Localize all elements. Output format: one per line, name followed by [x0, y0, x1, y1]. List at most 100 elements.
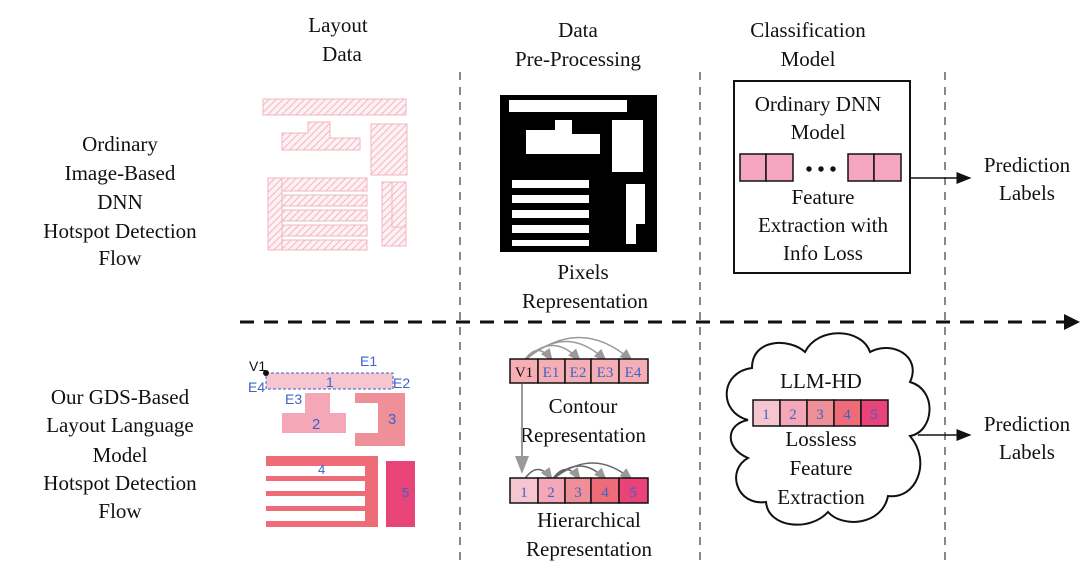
prediction-labels-top: Prediction Labels	[984, 153, 1071, 205]
dnn-title-line: Model	[791, 120, 846, 144]
colored-layout: V1 E1 E2 E3 E4 1 2 3 4 5	[248, 353, 415, 527]
row-label-line: Hotspot Detection	[43, 471, 197, 495]
hierarchical-cell-label: 5	[629, 485, 637, 501]
llm-hd-cloud	[725, 332, 931, 526]
row-label-line: Flow	[98, 246, 142, 270]
ellipsis-dots: • • •	[805, 159, 836, 181]
header-line: Classification	[750, 18, 866, 42]
row-divider-arrow-head	[1064, 314, 1080, 330]
vertex-v1-dot	[263, 370, 269, 376]
row-label-line: Layout Language	[46, 413, 194, 437]
hierarchical-cell	[509, 477, 539, 504]
header-line: Data	[558, 18, 598, 42]
hatched-layout-pattern	[262, 98, 408, 251]
prediction-labels-bottom: Prediction Labels	[984, 412, 1071, 464]
hierarchical-cell-label: 4	[601, 485, 609, 501]
feature-block	[873, 153, 902, 182]
polygon-5-body	[399, 461, 415, 527]
llm-hd-cell-label: 3	[816, 407, 824, 423]
dnn-caption-line: Info Loss	[783, 241, 863, 265]
hierarchical-cell-label: 2	[547, 485, 555, 501]
hierarchical-cell	[537, 477, 566, 504]
row-label-ordinary: Ordinary Image-Based DNN Hotspot Detecti…	[43, 132, 197, 270]
contour-cell	[537, 358, 566, 384]
hierarchical-caption-line: Hierarchical	[537, 508, 641, 532]
llm-hd-cell-label: 1	[762, 407, 770, 423]
dnn-caption-line: Feature	[792, 185, 855, 209]
polygon-4	[266, 456, 378, 527]
row-label-line: Ordinary	[82, 132, 158, 156]
llm-hd-cell-label: 2	[789, 407, 797, 423]
polygon-5-label: 5	[402, 485, 409, 500]
prediction-line: Labels	[999, 440, 1055, 464]
llm-hd-caption-line: Feature	[790, 456, 853, 480]
hierarchical-sequence: 1 2 3 4 5	[509, 477, 649, 504]
row-label-line: Flow	[98, 499, 142, 523]
llm-hd-cell-label: 5	[870, 407, 878, 423]
polygon-1-label: 1	[326, 374, 334, 390]
contour-cell	[509, 358, 539, 384]
caption-line: Pixels	[557, 260, 608, 284]
contour-cell-label: V1	[515, 365, 533, 381]
row-label-line: Model	[93, 443, 148, 467]
edge-e2-label: E2	[393, 375, 410, 391]
row-label-line: DNN	[97, 190, 143, 214]
hierarchical-cell	[590, 477, 620, 504]
row-label-line: Hotspot Detection	[43, 219, 197, 243]
contour-cell	[590, 358, 620, 384]
row-label-line: Image-Based	[65, 161, 176, 185]
vertex-v1-label: V1	[249, 358, 266, 374]
contour-caption-line: Contour	[549, 394, 618, 418]
contour-arcs	[523, 336, 634, 363]
feature-block	[847, 153, 875, 182]
contour-cell	[618, 358, 649, 384]
polygon-1	[265, 372, 394, 390]
llm-hd-sequence: 1 2 3 4 5	[752, 399, 889, 427]
polygon-2-label: 2	[312, 416, 320, 433]
polygon-4-label: 4	[318, 462, 325, 477]
prediction-line: Prediction	[984, 153, 1071, 177]
hierarchical-cell-label: 1	[520, 485, 528, 501]
llm-hd-caption-line: Extraction	[777, 485, 865, 509]
llm-hd-title: LLM-HD	[780, 369, 862, 393]
llm-hd-caption-line: Lossless	[785, 427, 856, 451]
dnn-feature-blocks	[739, 153, 902, 182]
llm-hd-cell-label: 4	[843, 407, 851, 423]
dnn-title-line: Ordinary DNN	[755, 92, 882, 116]
dnn-caption-line: Extraction with	[758, 213, 889, 237]
feature-block	[765, 153, 794, 182]
feature-block	[739, 153, 767, 182]
polygon-3	[355, 393, 405, 446]
header-line: Layout	[308, 13, 368, 37]
column-separators	[459, 72, 946, 560]
polygon-3-label: 3	[388, 411, 396, 428]
prediction-line: Prediction	[984, 412, 1071, 436]
edge-e3-label: E3	[285, 391, 302, 407]
llm-hd-cell	[833, 399, 862, 427]
hierarchical-caption-line: Representation	[526, 537, 652, 561]
llm-hd-cell	[752, 399, 781, 427]
column-header-preprocessing: Data Pre-Processing	[515, 18, 641, 71]
contour-caption-line: Representation	[520, 423, 646, 447]
caption-line: Representation	[522, 289, 648, 313]
llm-hd-cell	[860, 399, 889, 427]
contour-cell-label: E3	[597, 365, 614, 381]
header-line: Model	[781, 47, 836, 71]
header-line: Pre-Processing	[515, 47, 641, 71]
hierarchical-cell-label: 3	[574, 485, 582, 501]
row-label-ours: Our GDS-Based Layout Language Model Hots…	[43, 385, 197, 523]
hierarchical-cell	[618, 477, 649, 504]
contour-cell-label: E2	[570, 365, 587, 381]
edge-e1-label: E1	[360, 353, 377, 369]
hierarchical-arcs	[523, 462, 634, 482]
contour-sequence: V1 E1 E2 E3 E4	[509, 358, 649, 384]
prediction-line: Labels	[999, 181, 1055, 205]
pixel-representation-image	[500, 95, 657, 252]
column-header-layout-data: Layout Data	[308, 13, 368, 66]
header-line: Data	[322, 42, 362, 66]
llm-hd-cell	[779, 399, 808, 427]
contour-cell-label: E1	[543, 365, 560, 381]
edge-e4-label: E4	[248, 379, 265, 395]
contour-cell-label: E4	[625, 365, 642, 381]
row-label-line: Our GDS-Based	[51, 385, 190, 409]
